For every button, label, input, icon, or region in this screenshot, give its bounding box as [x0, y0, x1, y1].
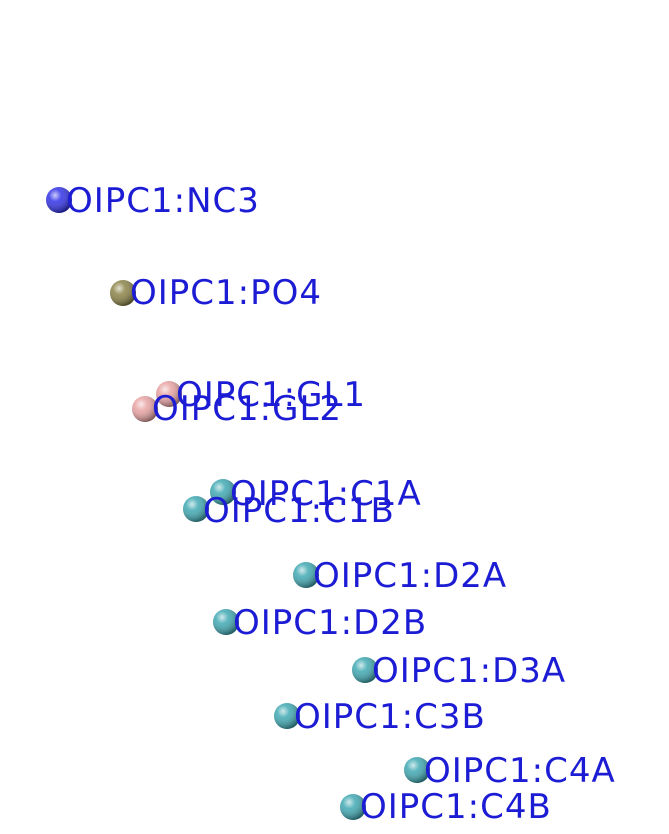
bead-shading — [274, 703, 300, 729]
bead-c1b[interactable] — [183, 496, 209, 522]
bead-nc3[interactable] — [46, 187, 72, 213]
bead-label-d2a: OIPC1:D2A — [313, 556, 507, 596]
bead-d3a[interactable] — [352, 657, 378, 683]
bead-shading — [293, 562, 319, 588]
bead-label-c1b: OIPC1:C1B — [203, 491, 395, 531]
bead-shading — [46, 187, 72, 213]
bead-c4b[interactable] — [340, 794, 366, 820]
bead-gl1[interactable] — [156, 381, 182, 407]
bead-c4a[interactable] — [404, 757, 430, 783]
bead-shading — [110, 280, 136, 306]
bead-label-c4b: OIPC1:C4B — [360, 787, 552, 827]
bead-label-gl1: OIPC1:GL1 — [176, 375, 366, 415]
bead-label-po4: OIPC1:PO4 — [130, 273, 322, 313]
bead-shading — [183, 496, 209, 522]
bead-label-d2b: OIPC1:D2B — [233, 603, 427, 643]
bead-shading — [352, 657, 378, 683]
bead-gl2[interactable] — [132, 396, 158, 422]
bead-label-d3a: OIPC1:D3A — [372, 651, 566, 691]
bead-label-c1a: OIPC1:C1A — [230, 474, 422, 514]
bead-d2a[interactable] — [293, 562, 319, 588]
bead-shading — [340, 794, 366, 820]
bead-label-c4a: OIPC1:C4A — [424, 751, 616, 791]
bead-c1a[interactable] — [210, 479, 236, 505]
bead-shading — [213, 609, 239, 635]
bead-po4[interactable] — [110, 280, 136, 306]
bead-shading — [132, 396, 158, 422]
bead-d2b[interactable] — [213, 609, 239, 635]
bead-shading — [404, 757, 430, 783]
bead-shading — [156, 381, 182, 407]
bead-layer: OIPC1:NC3OIPC1:PO4OIPC1:GL1OIPC1:GL2OIPC… — [46, 181, 616, 827]
bead-label-c3b: OIPC1:C3B — [294, 697, 486, 737]
bead-shading — [210, 479, 236, 505]
bead-label-gl2: OIPC1:GL2 — [152, 389, 342, 429]
bead-c3b[interactable] — [274, 703, 300, 729]
bead-label-nc3: OIPC1:NC3 — [66, 181, 260, 221]
